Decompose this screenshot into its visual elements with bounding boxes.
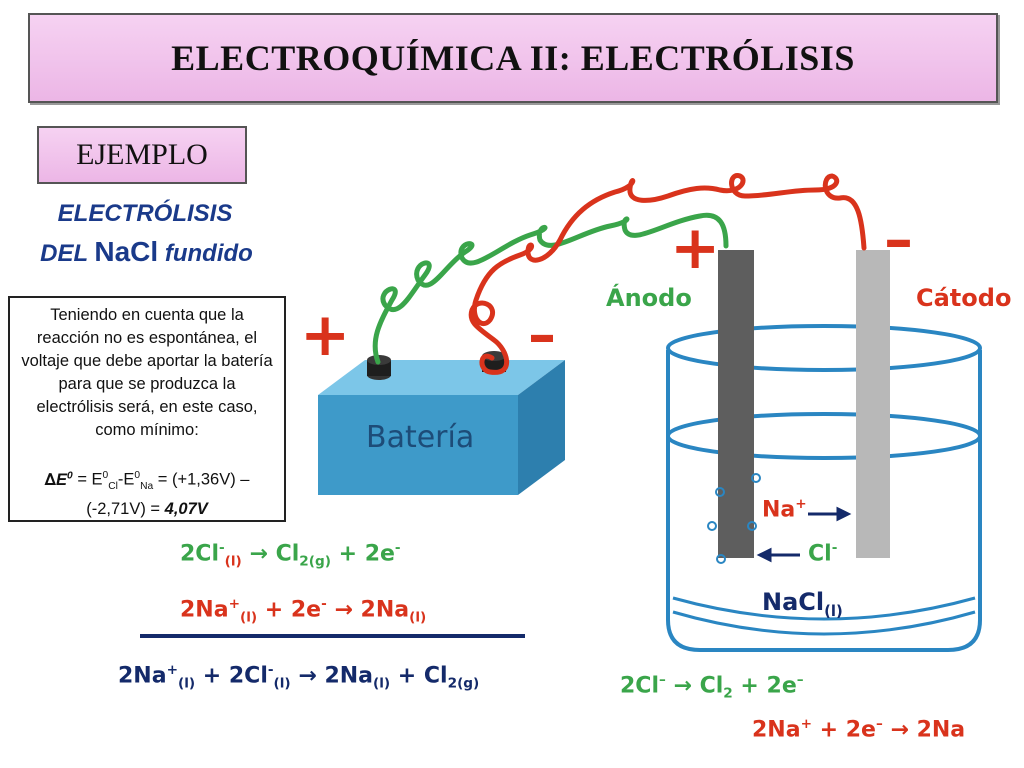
subtitle-line2: DEL NaCl fundido xyxy=(14,236,279,268)
ion-arrows xyxy=(756,506,852,563)
ion-na-text: Na xyxy=(762,497,796,523)
beaker xyxy=(666,324,982,652)
red-wire xyxy=(468,173,867,375)
equation-oxidation: 2Cl-(l) → Cl2(g) + 2e- xyxy=(180,540,401,570)
note-box: Teniendo en cuenta que la reacción no es… xyxy=(8,296,286,522)
title-banner: ELECTROQUÍMICA II: ELECTRÓLISIS xyxy=(28,13,998,103)
example-label-box: EJEMPLO xyxy=(37,126,247,184)
green-wire xyxy=(372,212,729,365)
anode-electrode xyxy=(718,250,754,558)
note-superscript-zero: 0 xyxy=(67,470,73,481)
melt-label: NaCl(l) xyxy=(762,588,843,620)
cathode-minus-sign: – xyxy=(884,205,913,273)
subtitle-prefix: DEL xyxy=(40,240,95,267)
subtitle-suffix: fundido xyxy=(158,240,253,267)
subtitle-line1: ELECTRÓLISIS xyxy=(57,200,233,227)
anode-plus-sign: + xyxy=(670,213,721,283)
equation-cathode-half: 2Na+ + 2e– → 2Na xyxy=(752,716,966,743)
note-text: Teniendo en cuenta que la reacción no es… xyxy=(21,306,273,439)
note-result: 4,07V xyxy=(164,499,208,518)
note-minus-e: -E xyxy=(117,470,135,489)
anode-label: Ánodo xyxy=(606,284,692,312)
cathode-label: Cátodo xyxy=(916,284,1012,312)
equation-reduction: 2Na+(l) + 2e- → 2Na(l) xyxy=(180,596,427,626)
note-equation: ∆E0 = E0Cl-E0Na = (+1,36V) – (-2,71V) = … xyxy=(18,464,276,521)
battery-label: Batería xyxy=(366,420,475,455)
subtitle-formula: NaCl xyxy=(94,236,159,267)
cathode-electrode xyxy=(856,250,890,558)
note-sub-na: Na xyxy=(140,480,154,492)
note-sub-cl: Cl xyxy=(108,480,118,492)
ion-dots xyxy=(707,473,761,564)
page-title: ELECTROQUÍMICA II: ELECTRÓLISIS xyxy=(171,38,855,78)
ion-na-label: Na+ xyxy=(762,496,807,523)
ion-cl-text: Cl xyxy=(808,541,832,567)
equation-overall: 2Na+(l) + 2Cl-(l) → 2Na(l) + Cl2(g) xyxy=(118,662,480,692)
ion-cl-label: Cl- xyxy=(808,540,838,567)
note-values: = (+1,36V) – (-2,71V) = xyxy=(86,470,250,518)
battery-plus-sign: + xyxy=(300,300,351,370)
example-label: EJEMPLO xyxy=(76,138,208,171)
equation-anode-half: 2Cl– → Cl2 + 2e– xyxy=(620,672,804,702)
note-eq-sign: = E xyxy=(72,470,103,489)
melt-label-state: (l) xyxy=(824,601,843,620)
delta-symbol: ∆ xyxy=(44,469,57,489)
battery-minus-sign: – xyxy=(528,303,556,368)
note-e-symbol: E xyxy=(56,470,68,489)
note-superscript-zero-na: 0 xyxy=(134,470,141,481)
melt-label-text: NaCl xyxy=(762,588,825,616)
note-superscript-zero-cl: 0 xyxy=(102,470,109,481)
